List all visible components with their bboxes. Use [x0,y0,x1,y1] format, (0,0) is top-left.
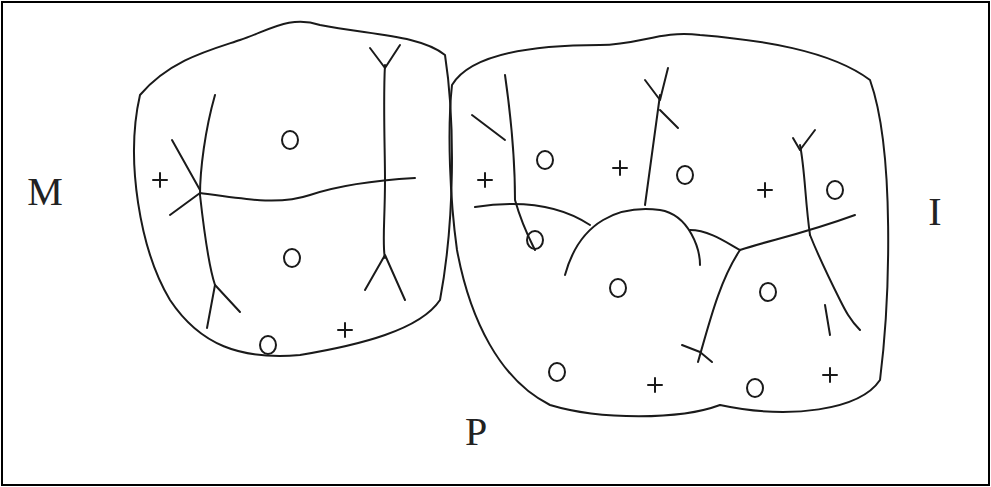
premolar-grooves [170,45,415,328]
molar-grooves [472,68,860,362]
side-label: M [27,172,63,212]
side-label: I [928,192,941,232]
side-label: P [465,412,487,452]
cusp-circle [260,131,843,397]
cusp-cross [153,161,837,392]
premolar-outline [134,22,452,356]
molar-outline [450,34,889,416]
